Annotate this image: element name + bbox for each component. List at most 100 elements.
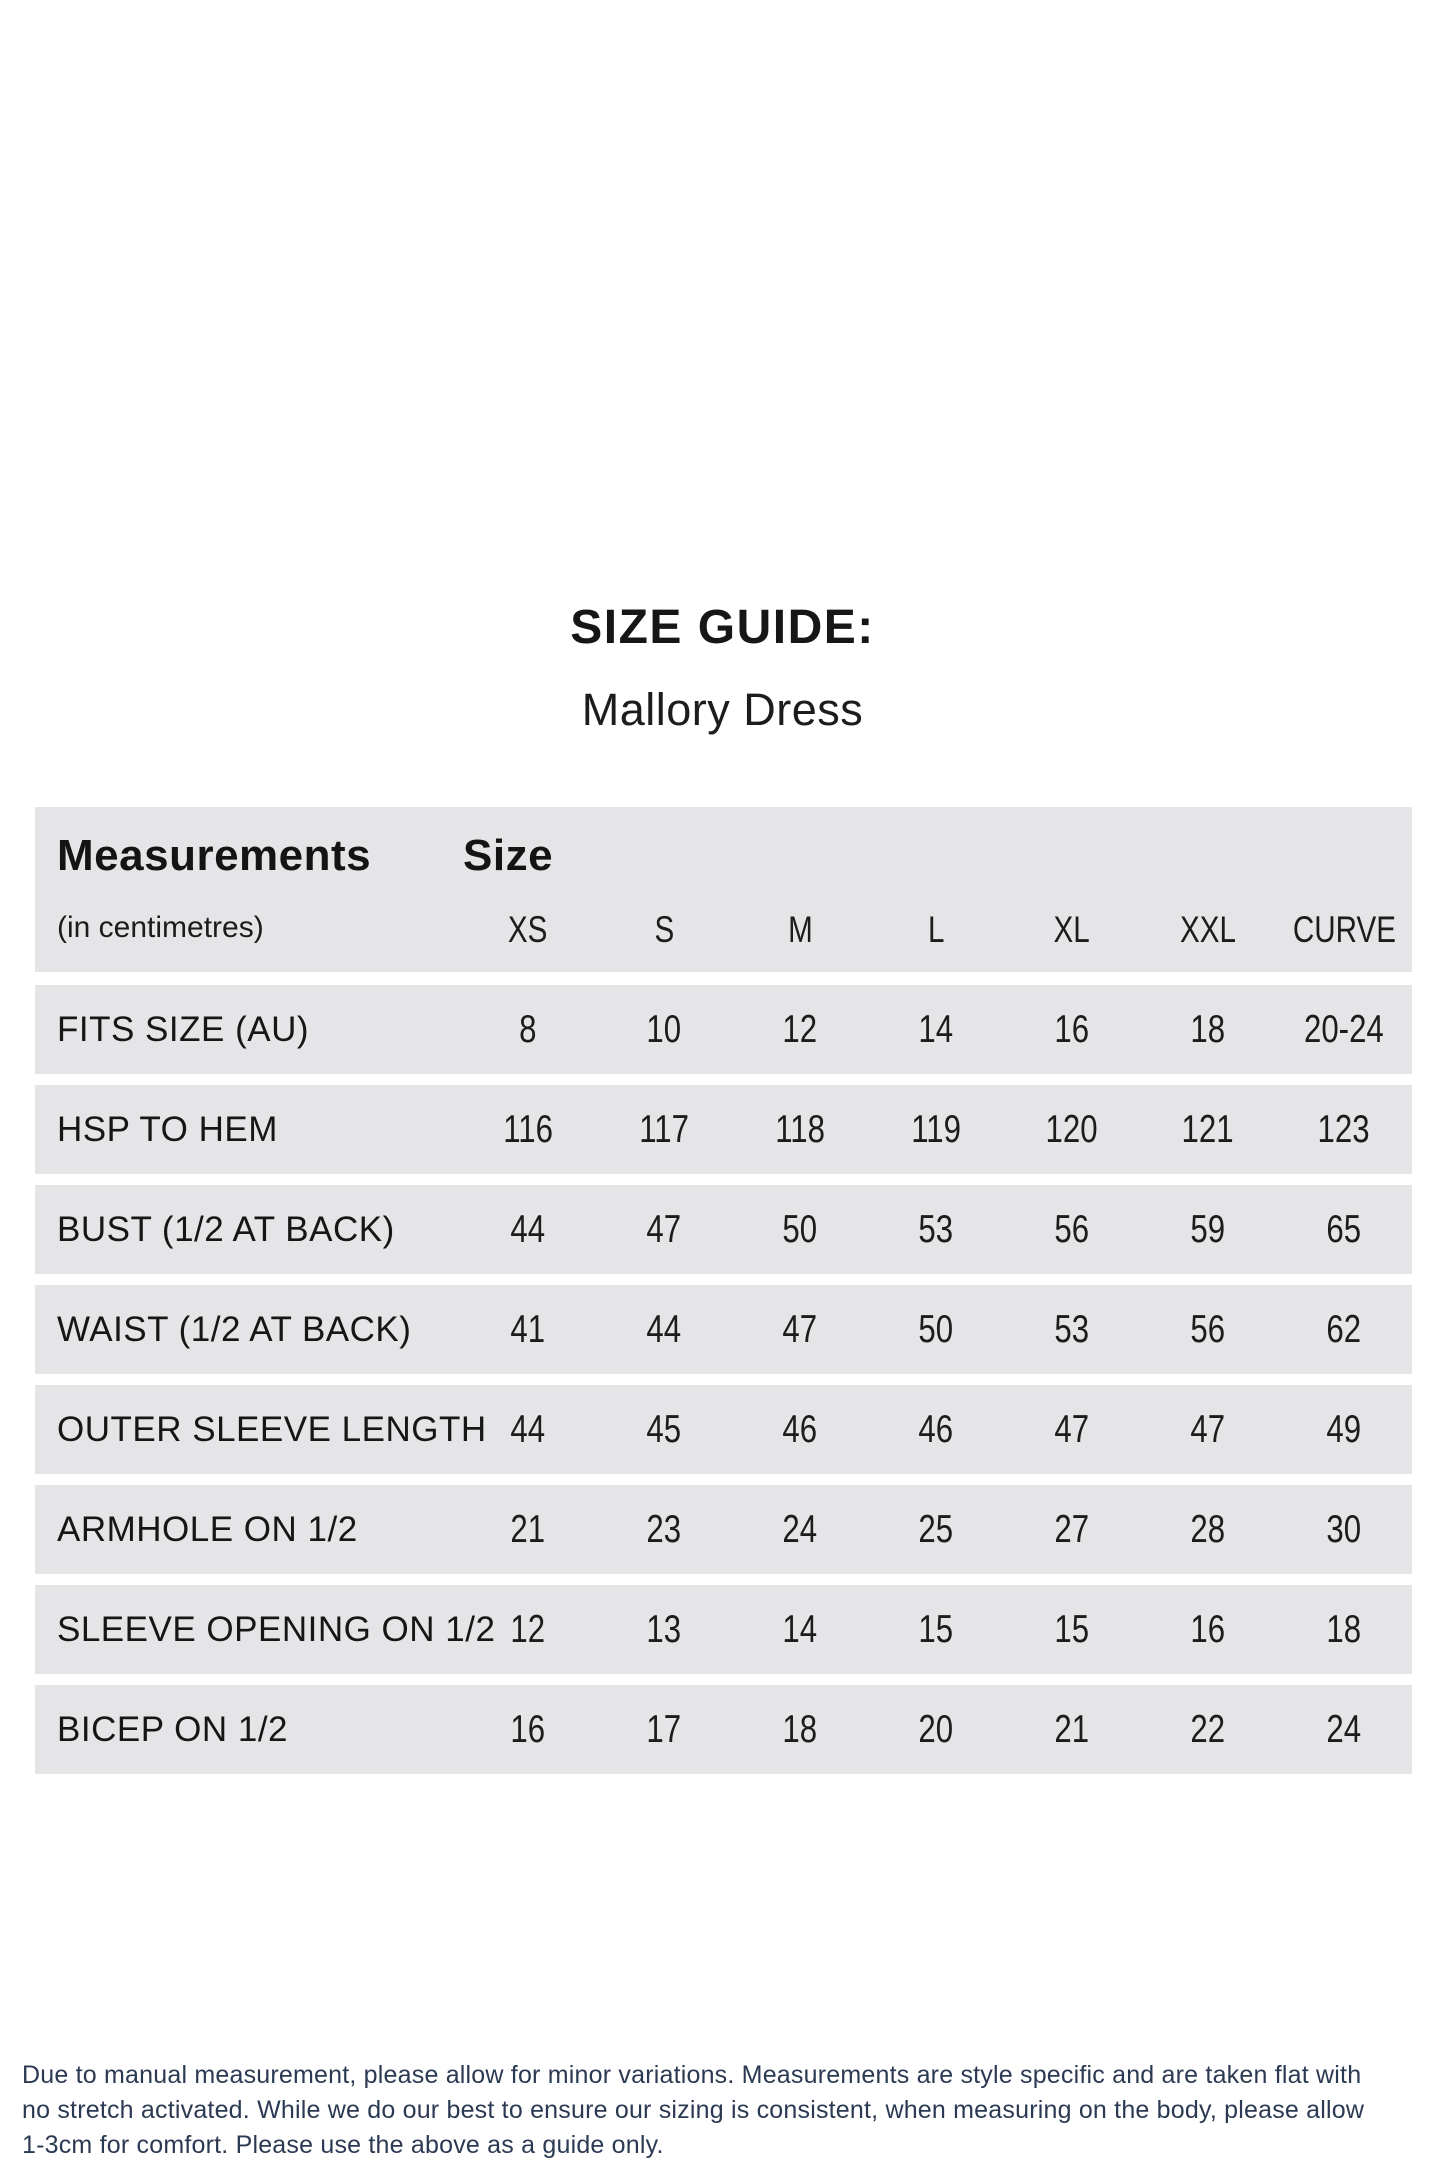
size-header-label: L [927, 909, 945, 950]
cell-value: 23 [646, 1507, 682, 1551]
table-cell: 44 [460, 1208, 596, 1252]
cell-value: 56 [1054, 1207, 1090, 1251]
table-cell: 18 [1140, 1008, 1276, 1052]
cell-value: 45 [646, 1407, 682, 1451]
table-cell: 24 [1276, 1708, 1412, 1752]
table-cell: 27 [1004, 1508, 1140, 1552]
table-cell: 16 [1140, 1608, 1276, 1652]
cell-value: 18 [782, 1707, 818, 1751]
measurements-unit-label: (in centimetres) [57, 911, 264, 944]
table-cell: 14 [868, 1008, 1004, 1052]
size-header-label: XXL [1180, 909, 1236, 950]
table-cell: 14 [732, 1608, 868, 1652]
table-cell: 49 [1276, 1408, 1412, 1452]
table-cell: 23 [596, 1508, 732, 1552]
table-cell: 28 [1140, 1508, 1276, 1552]
row-values: 8 10 12 14 16 18 20-24 [460, 1008, 1412, 1052]
table-cell: 21 [1004, 1708, 1140, 1752]
cell-value: 49 [1326, 1407, 1362, 1451]
cell-value: 21 [1054, 1707, 1090, 1751]
cell-value: 41 [510, 1307, 546, 1351]
cell-value: 18 [1326, 1607, 1362, 1651]
table-cell: 65 [1276, 1208, 1412, 1252]
table-cell: 12 [732, 1008, 868, 1052]
cell-value: 15 [918, 1607, 954, 1651]
cell-value: 21 [510, 1507, 546, 1551]
cell-value: 10 [646, 1007, 682, 1051]
table-row-bust: BUST (1/2 AT BACK) 44 47 50 53 56 59 65 [35, 1185, 1412, 1274]
cell-value: 24 [782, 1507, 818, 1551]
table-cell: 50 [732, 1208, 868, 1252]
row-label: HSP TO HEM [57, 1109, 278, 1149]
cell-value: 53 [918, 1207, 954, 1251]
row-values: 41 44 47 50 53 56 62 [460, 1308, 1412, 1352]
cell-value: 53 [1054, 1307, 1090, 1351]
cell-value: 44 [646, 1307, 682, 1351]
size-header-s: S [596, 909, 732, 951]
cell-value: 56 [1190, 1307, 1226, 1351]
table-cell: 121 [1140, 1108, 1276, 1152]
row-values: 12 13 14 15 15 16 18 [460, 1608, 1412, 1652]
cell-value: 65 [1326, 1207, 1362, 1251]
table-cell: 123 [1276, 1108, 1412, 1152]
table-cell: 47 [596, 1208, 732, 1252]
size-header-label: XL [1053, 909, 1091, 950]
table-cell: 53 [1004, 1308, 1140, 1352]
size-header-curve: CURVE [1276, 909, 1412, 951]
cell-value: 14 [918, 1007, 954, 1051]
cell-value: 44 [510, 1207, 546, 1251]
cell-value: 14 [782, 1607, 818, 1651]
table-cell: 20-24 [1276, 1008, 1412, 1052]
table-row-hsp-to-hem: HSP TO HEM 116 117 118 119 120 121 123 [35, 1085, 1412, 1174]
table-cell: 21 [460, 1508, 596, 1552]
cell-value: 12 [782, 1007, 818, 1051]
cell-value: 30 [1326, 1507, 1362, 1551]
table-cell: 20 [868, 1708, 1004, 1752]
table-cell: 44 [596, 1308, 732, 1352]
cell-value: 12 [510, 1607, 546, 1651]
disclaimer-line: Due to manual measurement, please allow … [22, 2061, 1362, 2089]
cell-value: 50 [918, 1307, 954, 1351]
row-label: BUST (1/2 AT BACK) [57, 1209, 395, 1249]
table-cell: 56 [1140, 1308, 1276, 1352]
cell-value: 20 [918, 1707, 954, 1751]
table-cell: 45 [596, 1408, 732, 1452]
table-cell: 120 [1004, 1108, 1140, 1152]
size-header-m: M [732, 909, 868, 951]
cell-value: 47 [1190, 1407, 1226, 1451]
disclaimer-line: 1-3cm for comfort. Please use the above … [22, 2131, 664, 2159]
table-cell: 116 [460, 1108, 596, 1152]
size-header-xxl: XXL [1140, 909, 1276, 951]
table-cell: 13 [596, 1608, 732, 1652]
table-cell: 8 [460, 1008, 596, 1052]
cell-value: 17 [646, 1707, 682, 1751]
table-cell: 18 [732, 1708, 868, 1752]
row-label: BICEP ON 1/2 [57, 1709, 289, 1749]
table-cell: 25 [868, 1508, 1004, 1552]
table-cell: 22 [1140, 1708, 1276, 1752]
table-row-waist: WAIST (1/2 AT BACK) 41 44 47 50 53 56 62 [35, 1285, 1412, 1374]
cell-value: 22 [1190, 1707, 1226, 1751]
cell-value: 118 [775, 1107, 825, 1151]
row-values: 16 17 18 20 21 22 24 [460, 1708, 1412, 1752]
cell-value: 16 [1190, 1607, 1226, 1651]
table-cell: 18 [1276, 1608, 1412, 1652]
size-header-label: M [787, 909, 813, 950]
table-cell: 47 [732, 1308, 868, 1352]
row-label: WAIST (1/2 AT BACK) [57, 1309, 412, 1349]
cell-value: 46 [782, 1407, 818, 1451]
table-cell: 119 [868, 1108, 1004, 1152]
table-cell: 16 [1004, 1008, 1140, 1052]
cell-value: 123 [1317, 1107, 1371, 1151]
table-row-sleeve-opening: SLEEVE OPENING ON 1/2 12 13 14 15 15 16 … [35, 1585, 1412, 1674]
row-label: ARMHOLE ON 1/2 [57, 1509, 358, 1549]
table-cell: 44 [460, 1408, 596, 1452]
table-cell: 10 [596, 1008, 732, 1052]
table-cell: 50 [868, 1308, 1004, 1352]
cell-value: 27 [1054, 1507, 1090, 1551]
table-cell: 41 [460, 1308, 596, 1352]
cell-value: 116 [503, 1107, 553, 1151]
row-values: 116 117 118 119 120 121 123 [460, 1108, 1412, 1152]
measurements-column-title: Measurements [57, 831, 372, 880]
page-title: SIZE GUIDE: [570, 601, 875, 654]
